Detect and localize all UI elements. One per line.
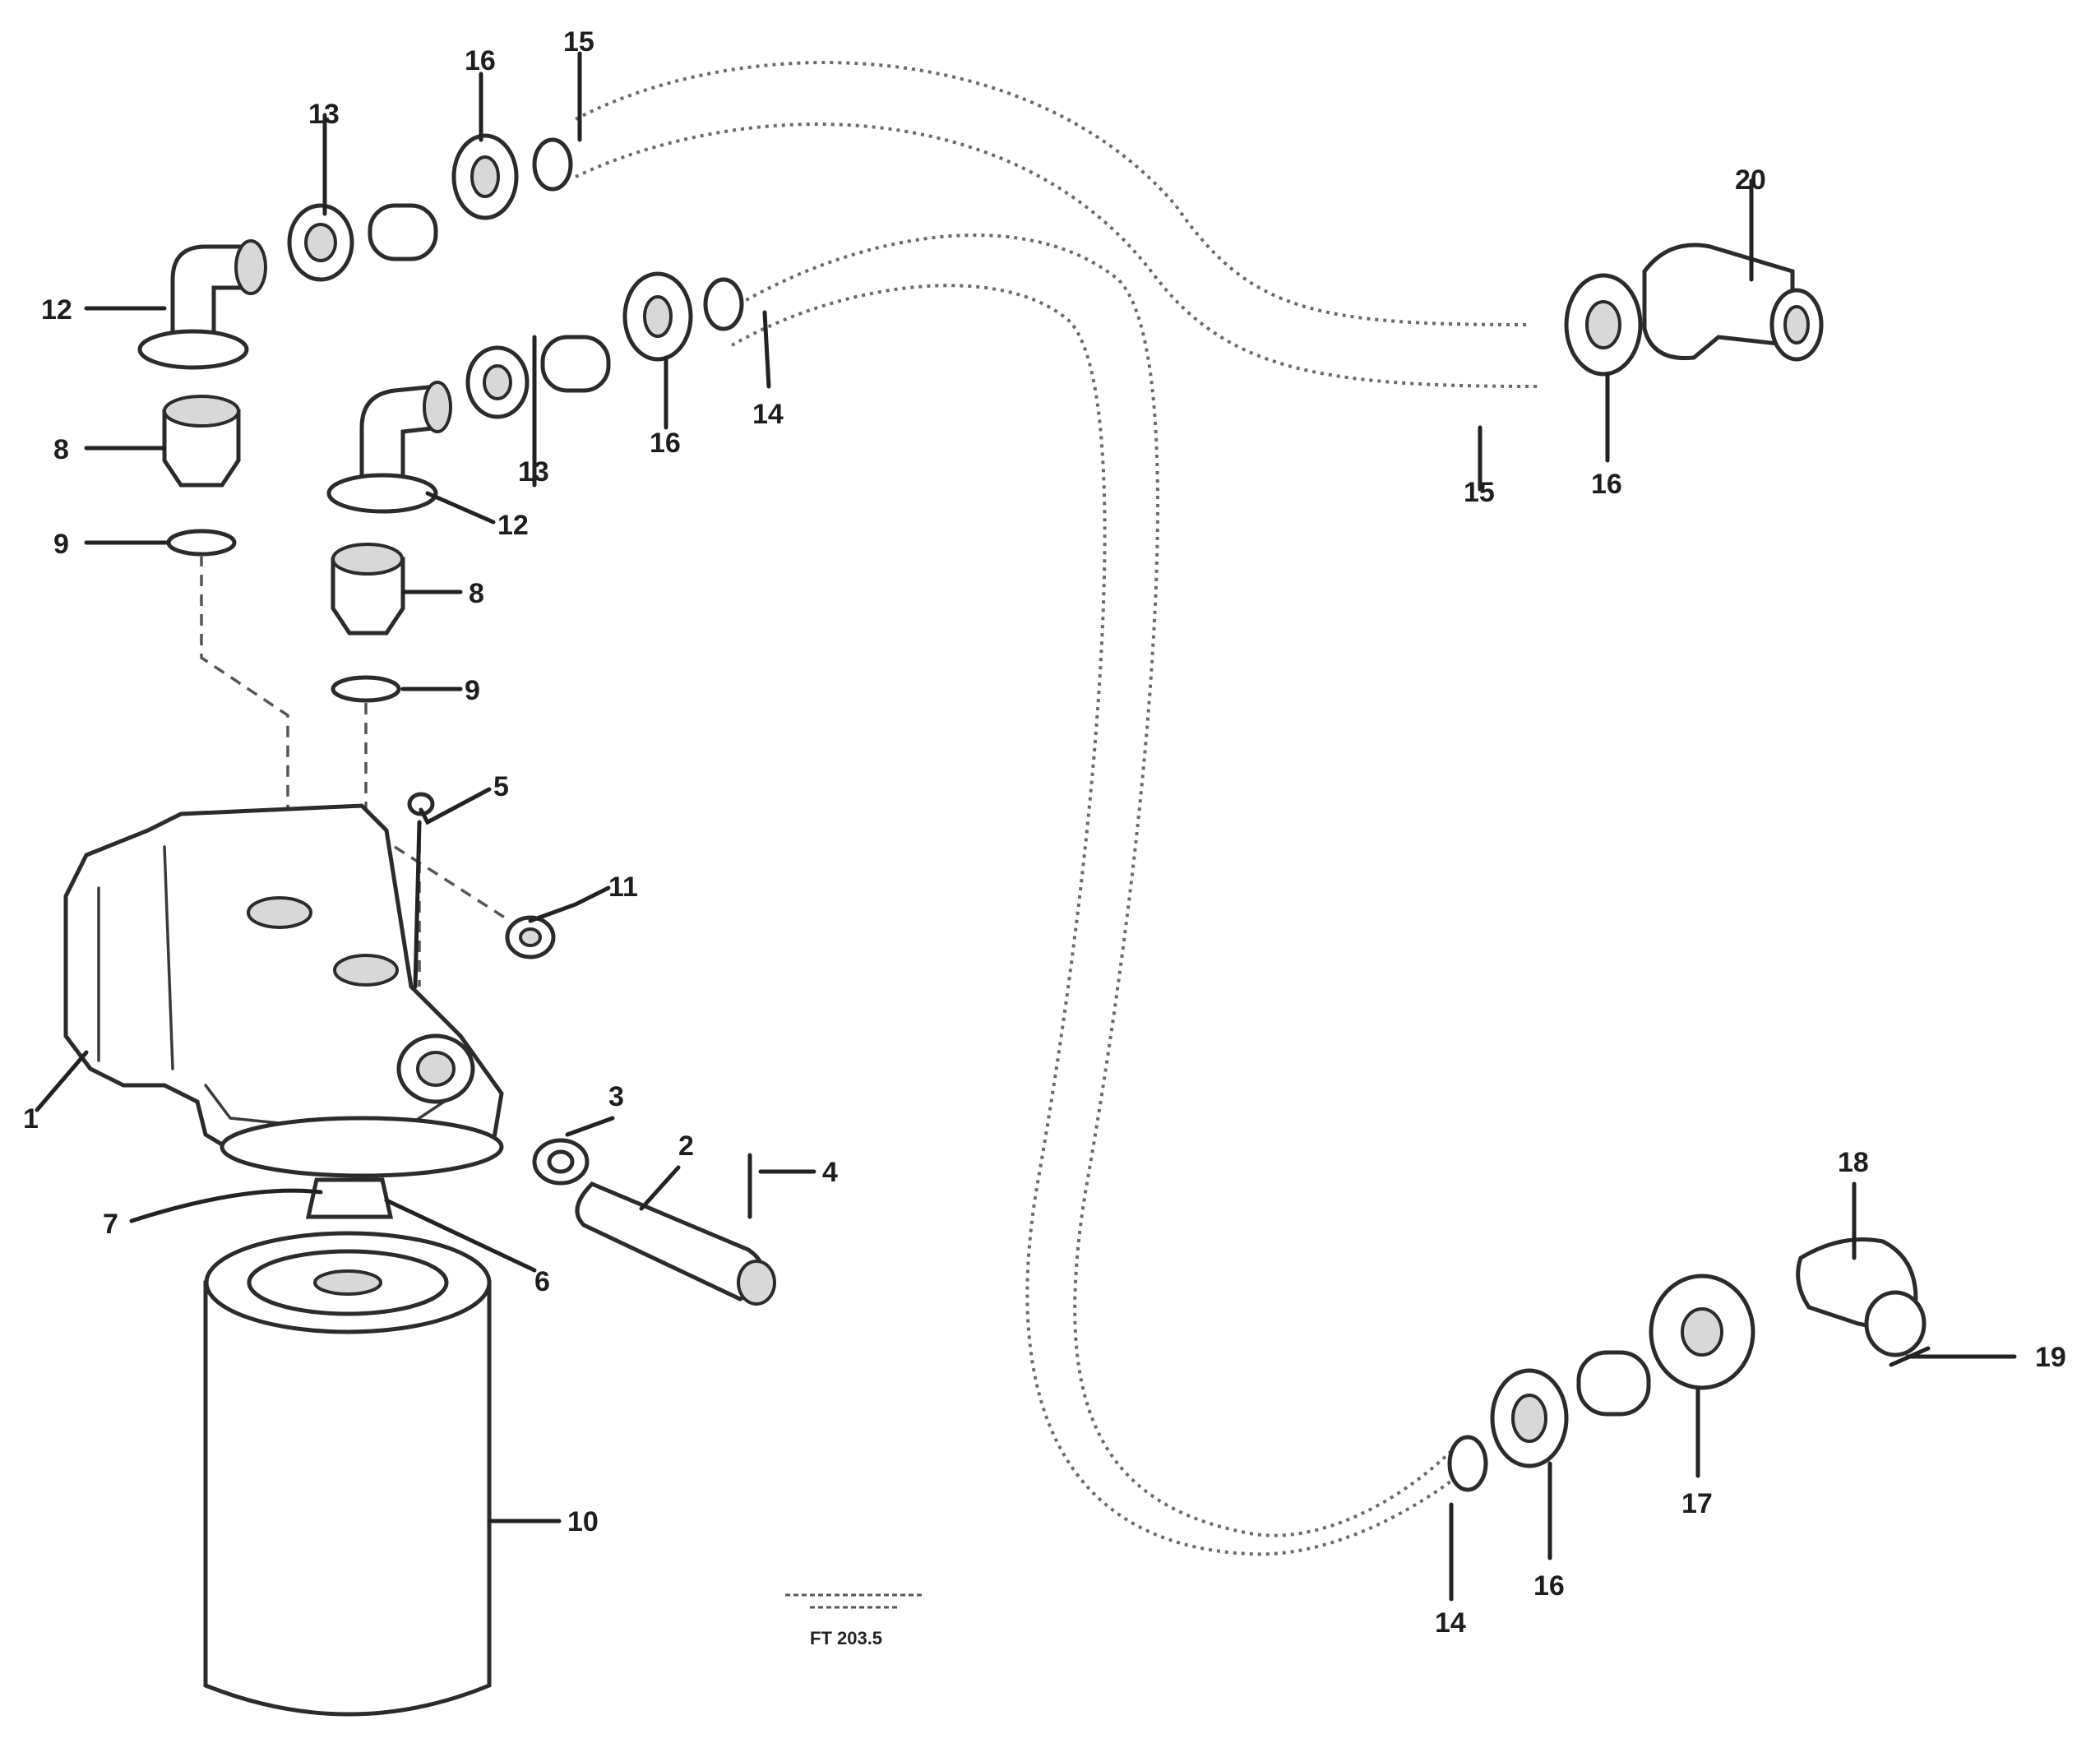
callout-9-middle: 9: [465, 675, 480, 706]
callout-16-lower: 16: [1533, 1570, 1565, 1602]
seal-9-left: [166, 529, 237, 557]
callout-15-upper: 15: [563, 26, 594, 58]
callout-16-upper: 16: [465, 45, 496, 76]
tee-20: [1642, 243, 1824, 362]
elbow-18: [1796, 1237, 1927, 1357]
callout-8-middle: 8: [469, 578, 484, 609]
sleeve-upper: [368, 203, 438, 261]
seal-9-middle: [331, 675, 401, 703]
clamp-14-middle: [703, 277, 744, 331]
callout-6: 6: [534, 1266, 550, 1297]
callout-3: 3: [608, 1081, 624, 1112]
figure-code: FT 203.5: [810, 1628, 882, 1648]
callout-9-left: 9: [53, 529, 69, 560]
callout-15-right: 15: [1464, 477, 1495, 508]
callout-16-right: 16: [1591, 469, 1622, 500]
callout-10: 10: [567, 1506, 599, 1537]
washer-3: [532, 1138, 590, 1186]
sleeve-middle: [540, 335, 611, 393]
callout-18: 18: [1838, 1147, 1869, 1178]
callout-19: 19: [2035, 1342, 2066, 1373]
callout-13-middle: 13: [518, 456, 549, 488]
callout-14-lower: 14: [1435, 1607, 1466, 1639]
sleeve-lower: [1576, 1350, 1651, 1417]
clamp-15-upper: [532, 137, 573, 192]
nipple-16-upper: [451, 133, 519, 220]
callout-12-middle: 12: [497, 510, 529, 541]
elbow-12-middle: [326, 381, 452, 514]
nipple-16-lower: [1490, 1368, 1569, 1468]
nut-13-middle: [465, 345, 530, 419]
callout-11: 11: [608, 872, 638, 903]
callout-1: 1: [23, 1103, 39, 1135]
callout-16-middle: 16: [650, 428, 681, 459]
figure-code-block: FT 203.5: [785, 1593, 925, 1648]
callout-7: 7: [103, 1209, 118, 1240]
nipple-16-middle: [622, 271, 693, 362]
elbow-12-upper: [137, 239, 267, 370]
nipple-17: [1649, 1274, 1755, 1390]
callout-5: 5: [493, 771, 509, 802]
valve-2: [575, 1181, 776, 1306]
leader-lines: [35, 51, 2017, 1602]
callout-14-middle: 14: [752, 399, 784, 430]
clamp-14-lower: [1447, 1435, 1488, 1492]
nipple-6: [305, 1177, 394, 1219]
callout-12-upper: 12: [41, 294, 72, 326]
callout-17: 17: [1681, 1488, 1713, 1519]
oil-filter-10: [203, 1231, 492, 1717]
callout-4: 4: [822, 1157, 838, 1188]
filter-head-1: [63, 803, 504, 1178]
adapter-8-middle: [331, 543, 405, 636]
callout-2: 2: [678, 1130, 694, 1162]
callout-13-upper: 13: [308, 99, 340, 130]
nut-13-upper: [287, 203, 354, 282]
nipple-16-right: [1564, 273, 1643, 377]
hose-upper: [575, 61, 1538, 388]
callouts: 1 2 3 4 5 6 7 8 8 9 9 10 11 12 12 13 13 …: [23, 26, 2066, 1639]
callout-8-left: 8: [53, 434, 69, 465]
adapter-8-left: [162, 395, 241, 488]
plug-11: [505, 915, 556, 959]
callout-20: 20: [1735, 164, 1766, 196]
hose-long: [730, 233, 1465, 1556]
